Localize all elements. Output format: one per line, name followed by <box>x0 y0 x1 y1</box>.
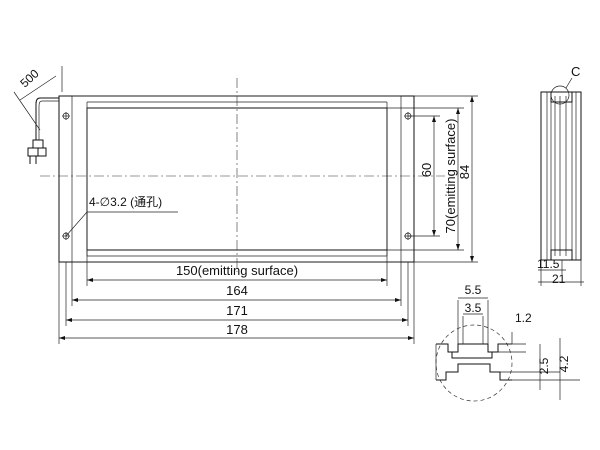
hole-note-label: 4-∅3.2 (通孔) <box>89 195 162 209</box>
dim-21-label: 21 <box>552 272 566 286</box>
front-view: 500 4-∅3.2 (通孔) 150(emitting surface) 16… <box>13 66 478 344</box>
detail-c-view: 5.5 3.5 1.2 2.5 4.2 <box>435 283 580 402</box>
dim-2-5-label: 2.5 <box>537 357 551 374</box>
dim-5-5-label: 5.5 <box>465 283 482 297</box>
cable-length-label: 500 <box>17 66 41 90</box>
hole-note: 4-∅3.2 (通孔) <box>65 195 178 237</box>
detail-c-marker <box>550 85 570 105</box>
cable <box>27 97 59 164</box>
vertical-dimensions: 60 70(emitting surface) 84 <box>387 95 478 263</box>
frame-inner <box>71 95 402 263</box>
dim-4-2-label: 4.2 <box>557 355 571 372</box>
detail-c-circle <box>435 324 513 402</box>
dim-164-label: 164 <box>226 283 248 298</box>
dim-60-label: 60 <box>419 163 434 177</box>
side-view: C 11.5 21 <box>537 64 584 286</box>
dim-3-5-label: 3.5 <box>465 301 482 315</box>
dim-11-5-label: 11.5 <box>537 257 560 271</box>
dim-70-label: 70(emitting surface) <box>443 119 458 234</box>
dim-178-label: 178 <box>226 322 248 337</box>
detail-c-label: C <box>571 64 580 79</box>
dim-84-label: 84 <box>457 165 472 179</box>
dim-1-2-label: 1.2 <box>515 311 532 325</box>
frame-outer <box>58 95 415 263</box>
horizontal-dimensions: 150(emitting surface) 164 171 178 <box>58 250 415 344</box>
dim-171-label: 171 <box>226 303 248 318</box>
dim-150-label: 150(emitting surface) <box>176 263 298 278</box>
